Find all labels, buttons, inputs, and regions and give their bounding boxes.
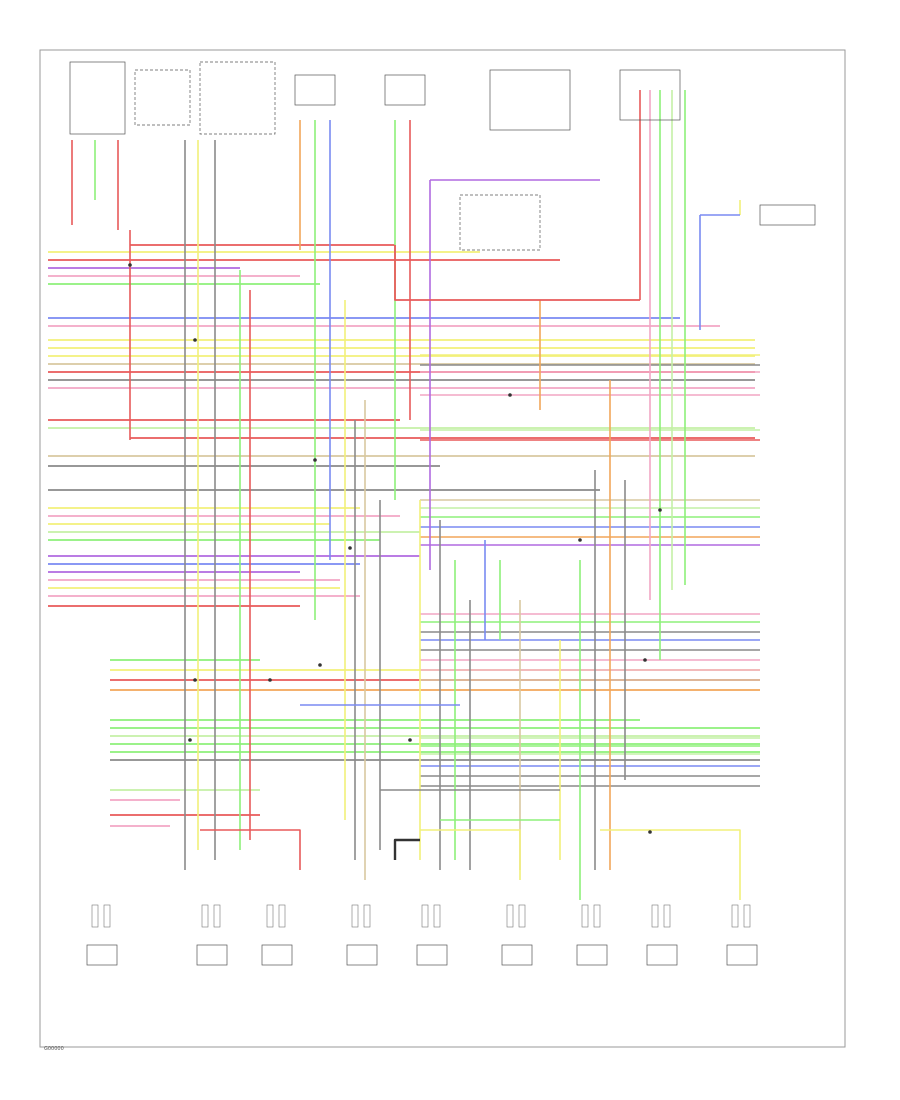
splice-dot — [268, 678, 272, 682]
splice-dot — [578, 538, 582, 542]
bottom-component — [501, 944, 533, 966]
splice-dot — [128, 263, 132, 267]
splice-dot — [313, 458, 317, 462]
connector-terminal — [91, 904, 99, 928]
top-component — [384, 74, 426, 106]
connector-terminal — [201, 904, 209, 928]
connector-terminal — [743, 904, 751, 928]
connector-terminal — [518, 904, 526, 928]
connector-terminal — [363, 904, 371, 928]
connector-terminal — [663, 904, 671, 928]
splice-dot — [318, 663, 322, 667]
bottom-component — [576, 944, 608, 966]
splice-dot — [193, 338, 197, 342]
splice-dot — [648, 830, 652, 834]
splice-dot — [508, 393, 512, 397]
top-component — [489, 69, 571, 131]
bent-wire — [393, 838, 420, 860]
top-component — [134, 69, 191, 126]
footer-code: G00000 — [44, 1046, 64, 1052]
connector-terminal — [581, 904, 589, 928]
splice-dot — [348, 546, 352, 550]
connector-terminal — [421, 904, 429, 928]
splice-dot — [408, 738, 412, 742]
bottom-component — [261, 944, 293, 966]
connector-terminal — [278, 904, 286, 928]
bent-wire — [200, 829, 301, 870]
wire-harness — [48, 90, 760, 900]
bottom-component — [196, 944, 228, 966]
connector-terminal — [731, 904, 739, 928]
top-component — [759, 204, 816, 226]
bottom-component — [416, 944, 448, 966]
connector-terminal — [651, 904, 659, 928]
diagram-border — [39, 49, 846, 1048]
component-symbols — [69, 61, 816, 966]
splice-dot — [643, 658, 647, 662]
splice-dot — [188, 738, 192, 742]
bent-wire — [394, 245, 640, 301]
bottom-component — [646, 944, 678, 966]
connector-terminal — [506, 904, 514, 928]
bottom-component — [726, 944, 758, 966]
bottom-component — [86, 944, 118, 966]
connector-terminal — [103, 904, 111, 928]
connector-terminal — [433, 904, 441, 928]
connector-terminal — [351, 904, 359, 928]
top-component — [459, 194, 541, 251]
connector-terminal — [213, 904, 221, 928]
top-component — [619, 69, 681, 121]
top-component — [69, 61, 126, 135]
connector-terminal — [593, 904, 601, 928]
bent-wire — [600, 829, 741, 900]
top-component — [294, 74, 336, 106]
bent-wire — [420, 829, 521, 880]
splice-dot — [193, 678, 197, 682]
top-component — [199, 61, 276, 135]
splice-dot — [658, 508, 662, 512]
connector-terminal — [266, 904, 274, 928]
bottom-component — [346, 944, 378, 966]
